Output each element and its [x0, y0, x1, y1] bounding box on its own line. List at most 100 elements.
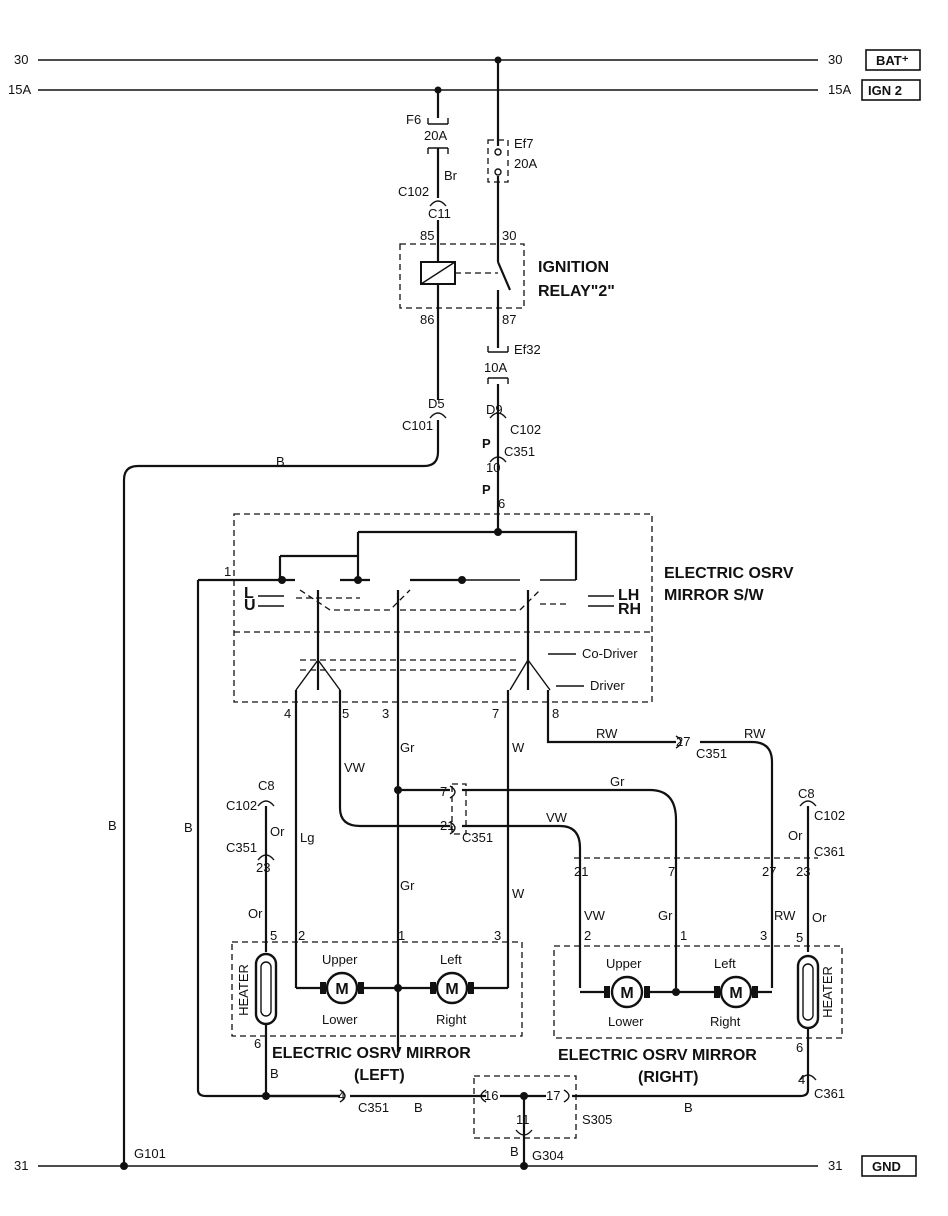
fuse-ef32-top [487, 346, 509, 353]
switch-pin7: 7 [492, 706, 499, 721]
mirror-right-motor-lr-label: M [729, 985, 742, 1002]
mirror-right-pin1: 1 [680, 928, 687, 943]
wire-color-vw-3: VW [584, 908, 606, 923]
connector-c101-label: C101 [402, 418, 433, 433]
s305-pin11: 11 [516, 1112, 530, 1127]
relay-pin87: 87 [502, 312, 516, 327]
wire-vw-right [462, 824, 582, 988]
connector-c351-symbol [489, 456, 507, 463]
connector-c361-label: C361 [814, 844, 845, 859]
wire-color-b-mid: B [184, 820, 193, 835]
mirror-left-pin1: 1 [398, 928, 405, 943]
bat-tag [865, 49, 921, 71]
mirror-left-pin5: 5 [270, 928, 277, 943]
switch-label-u: U [244, 597, 256, 614]
wire-b-right-return [572, 1028, 810, 1098]
mirror-left-left: Left [440, 952, 462, 967]
rail-15a-label-right: 15A [828, 82, 851, 97]
wire-color-rw-1: RW [596, 726, 618, 741]
wire-color-b-heater-left: B [270, 1066, 279, 1081]
wire-color-gr-1: Gr [400, 740, 415, 755]
s305-pin17: 17 [546, 1088, 560, 1103]
mirror-right-title-2: (RIGHT) [638, 1069, 698, 1086]
wire-color-p-2: P [482, 482, 491, 497]
relay-contact-branch: Ef7 20A 30 87 Ef32 10A D9 C102 P C351 10… [482, 56, 541, 530]
c351-pin7: 7 [440, 784, 447, 799]
mirror-right-motor-ud [610, 975, 644, 1009]
connector-d9-label: D9 [486, 402, 503, 417]
wire-color-b-g304: B [510, 1144, 519, 1159]
wire-rw-right [700, 740, 774, 988]
wire-color-w-2: W [512, 886, 525, 901]
relay-contact [496, 261, 512, 291]
fuse-ef7-label: Ef7 [514, 136, 534, 151]
wire-color-or-3: Or [788, 828, 803, 843]
connector-c361-label-bottom: C361 [814, 1086, 845, 1101]
power-rails: 30 15A 31 30 15A 31 BAT⁺ IGN 2 GND [8, 49, 921, 1177]
wire-color-lg: Lg [300, 830, 314, 845]
c361-pin27: 27 [762, 864, 776, 879]
right-heater-feed: C8 C102 Or Or [788, 786, 845, 952]
switch-label-l: L [244, 585, 254, 602]
connector-c8-left-symbol [257, 800, 275, 807]
mirror-right-motor-ud-label: M [620, 985, 633, 1002]
switch-bus [280, 530, 578, 580]
rail-30-label-right: 30 [828, 52, 842, 67]
switch-pin8: 8 [552, 706, 559, 721]
mirror-left-pin2: 2 [298, 928, 305, 943]
switch-housing [233, 513, 653, 703]
mirror-left-motor-lr [435, 971, 469, 1005]
c351-pin21: 21 [440, 818, 454, 833]
mirror-right-pin6: 6 [796, 1040, 803, 1055]
wire-b-ground [122, 420, 440, 1166]
gnd-label: GND [872, 1159, 901, 1174]
mirror-right-heater-label: HEATER [820, 966, 835, 1018]
wire-gr-right [462, 788, 678, 988]
mirror-left-right: Right [436, 1012, 467, 1027]
mirror-right-right: Right [710, 1014, 741, 1029]
connector-c351-label-rw: C351 [696, 746, 727, 761]
mirror-left: HEATER 5 6 2 1 3 M M Upper Lower Left Ri… [231, 928, 523, 1100]
mirror-left-motor-ud-label: M [335, 981, 348, 998]
s305-pin16: 16 [484, 1088, 498, 1103]
switch-title-1: ELECTRIC OSRV [664, 565, 794, 582]
mirror-left-housing [231, 941, 523, 1037]
mirror-left-upper: Upper [322, 952, 358, 967]
gnd-tag [861, 1155, 917, 1177]
mirror-right-left: Left [714, 956, 736, 971]
connector-c351-label-mid: C351 [462, 830, 493, 845]
wire-color-or-2: Or [248, 906, 263, 921]
c351-pin4: 4 [338, 1088, 345, 1103]
switch-output-wires: B Lg VW Gr Gr W W RW 7 21 C351 Gr VW 27 … [184, 580, 774, 1098]
mirror-left-title-2: (LEFT) [354, 1067, 405, 1084]
wire-color-br: Br [444, 168, 458, 183]
wire-color-b-top: B [276, 454, 285, 469]
connector-c102-right: C102 [814, 808, 845, 823]
wire-color-p: P [482, 436, 491, 451]
c361-pin4: 4 [798, 1072, 805, 1087]
ground-point-g101 [120, 1162, 128, 1170]
switch-shafts [316, 590, 530, 1052]
wire-color-rw-2: RW [744, 726, 766, 741]
relay-housing [399, 243, 525, 309]
switch-label-lh: LH [618, 587, 639, 604]
ign2-tag [861, 79, 921, 101]
switch-label-rh: RH [618, 601, 641, 618]
connector-d5-label: D5 [428, 396, 445, 411]
c361-pin23: 23 [796, 864, 810, 879]
splice-s305: 4 C351 B 16 17 11 S305 B G304 [266, 1075, 612, 1170]
fuse-ef32-label: Ef32 [514, 342, 541, 357]
fuse-ef32-bottom [487, 377, 509, 384]
ignition-relay: IGNITION RELAY"2" 86 [399, 243, 615, 400]
connector-c102-label: C102 [398, 184, 429, 199]
fuse-f6-rating: 20A [424, 128, 447, 143]
wire-color-vw-2: VW [546, 810, 568, 825]
wire-color-vw-left: VW [344, 760, 366, 775]
relay-pin86: 86 [420, 312, 434, 327]
switch-pin4: 4 [284, 706, 291, 721]
mirror-right-pin3: 3 [760, 928, 767, 943]
switch-label-codriver: Co-Driver [582, 646, 638, 661]
switch-pin1: 1 [224, 564, 231, 579]
connector-c8-right: C8 [798, 786, 815, 801]
wire-color-w-1: W [512, 740, 525, 755]
